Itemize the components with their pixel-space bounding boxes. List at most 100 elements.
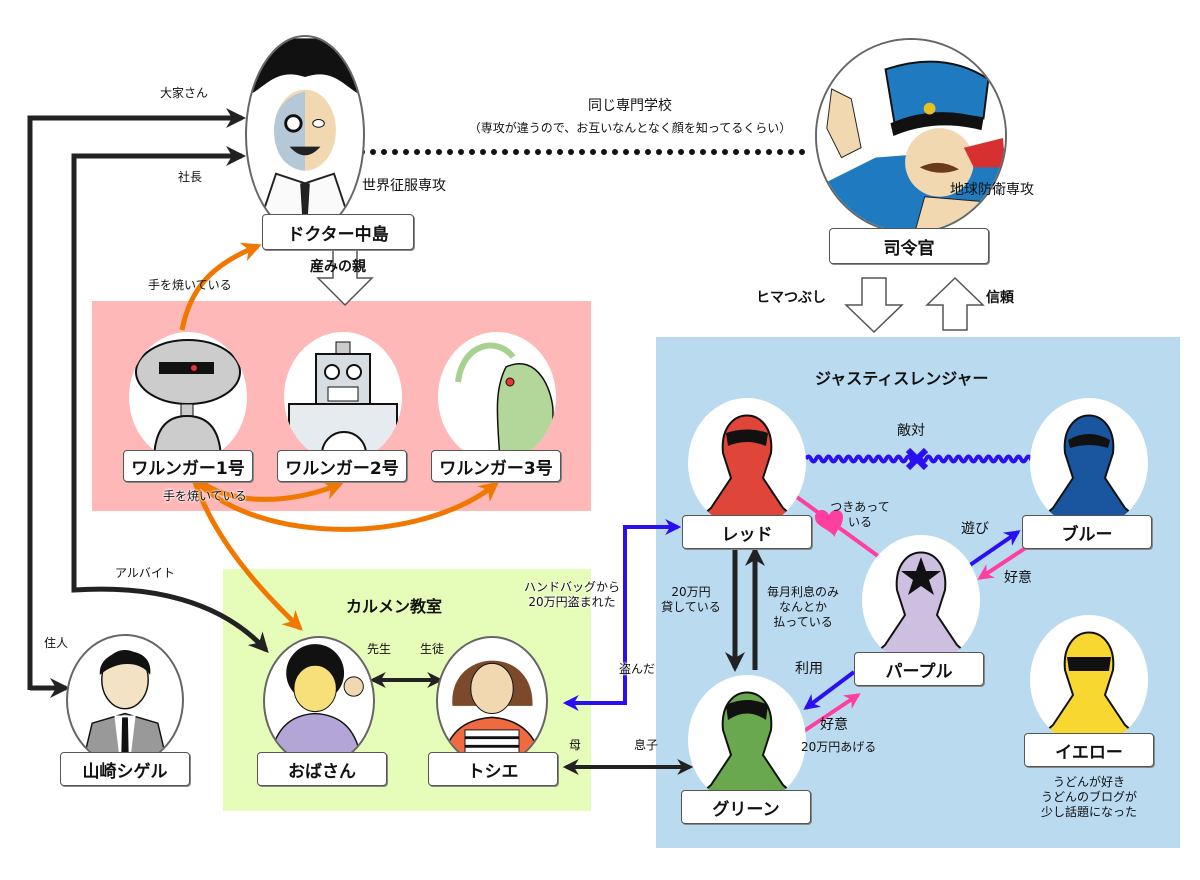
dating-label-line1: つきあって xyxy=(830,500,890,514)
fondness-green-arrow xyxy=(802,693,861,733)
rivalry-label: 敵対 xyxy=(897,423,925,439)
doctor-face-icon xyxy=(247,38,363,233)
stolen-arrow xyxy=(562,519,682,711)
play-arrow xyxy=(968,530,1021,567)
same-school-note: （専攻が違うので、お互いなんとなく顔を知ってるくらい） xyxy=(468,121,792,135)
troubled-label-top: 手を焼いている xyxy=(148,278,232,292)
use-arrow xyxy=(803,670,856,710)
stolen-label-line1: ハンドバッグから xyxy=(523,580,620,594)
box-robot-icon xyxy=(288,341,398,462)
red-name-box[interactable]: レッド xyxy=(682,515,812,549)
teacher-label: 先生 xyxy=(367,642,392,656)
landlord-arrow xyxy=(27,108,246,690)
toshie-icon xyxy=(442,660,543,764)
give-money-label: 20万円あげる xyxy=(801,740,877,754)
walunger1-portrait xyxy=(129,332,247,462)
dating-label-line2: いる xyxy=(847,515,872,529)
slug-monster-icon xyxy=(455,342,554,462)
purple-ranger-icon xyxy=(862,551,980,665)
walunger3-name-box[interactable]: ワルンガー3号 xyxy=(431,450,561,482)
yellow-note-line1: うどんが好き xyxy=(1052,775,1125,789)
dating-label: つきあって いる xyxy=(820,500,900,530)
troubled-obasan-arrow xyxy=(192,481,303,631)
repay-label-line2: なんとか xyxy=(778,600,827,614)
repay-label: 毎月利息のみ なんとか 払っている xyxy=(758,585,848,630)
blue-ranger-portrait xyxy=(1030,398,1148,528)
toshie-portrait xyxy=(436,636,548,766)
lend-label-line2: 貸している xyxy=(661,600,721,614)
play-label: 遊び xyxy=(961,521,989,537)
yellow-note-line3: 少し話題になった xyxy=(1040,805,1137,819)
justice-rangers-title: ジャスティスレンジャー xyxy=(815,369,989,388)
green-name-box[interactable]: グリーン xyxy=(681,790,811,824)
businessman-icon xyxy=(81,650,169,764)
student-label: 生徒 xyxy=(420,642,445,656)
blue-ranger-icon xyxy=(1030,414,1148,528)
toshie-name-box[interactable]: トシエ xyxy=(428,752,558,786)
purple-name-box[interactable]: パープル xyxy=(854,652,984,686)
troubled-walunger2-arrow xyxy=(198,479,344,502)
use-label: 利用 xyxy=(795,661,823,677)
troubled-doctor-arrow xyxy=(179,242,262,331)
purple-ranger-portrait xyxy=(862,535,980,665)
killtime-label: ヒマつぶし xyxy=(756,290,826,306)
lend-label-line1: 20万円 xyxy=(671,585,711,599)
yamazaki-name-box[interactable]: 山崎シゲル xyxy=(60,752,190,786)
boss-arrow xyxy=(71,146,246,590)
green-ranger-portrait xyxy=(688,675,806,805)
red-ranger-portrait xyxy=(688,398,806,528)
mother-label: 母 xyxy=(569,738,582,752)
troubled-walunger3-arrow xyxy=(194,479,500,532)
green-ranger-icon xyxy=(688,691,806,805)
trust-label: 信頼 xyxy=(986,290,1014,306)
lend-label: 20万円 貸している xyxy=(656,585,726,615)
doctor-major-caption: 世界征服専攻 xyxy=(362,178,446,194)
red-ranger-icon xyxy=(688,414,806,528)
landlord-label: 大家さん xyxy=(160,86,209,100)
creator-label: 産みの親 xyxy=(310,259,366,275)
yellow-name-box[interactable]: イエロー xyxy=(1024,733,1154,767)
walunger2-name-box[interactable]: ワルンガー2号 xyxy=(277,450,407,482)
yamazaki-portrait xyxy=(66,634,184,766)
commander-face-icon xyxy=(817,40,1005,232)
doctor-portrait xyxy=(245,35,365,235)
fondness-blue-arrow xyxy=(977,543,1032,580)
stole-label: 盗んだ xyxy=(619,662,656,676)
repay-label-line1: 毎月利息のみ xyxy=(766,585,839,599)
walunger2-portrait xyxy=(284,332,402,462)
son-label: 息子 xyxy=(634,738,659,752)
obasan-portrait xyxy=(263,636,375,766)
carmen-class-title: カルメン教室 xyxy=(346,597,443,616)
stolen-label: ハンドバッグから 20万円盗まれた xyxy=(512,580,632,610)
parttime-label: アルバイト xyxy=(115,566,175,580)
trust-hollow-arrow xyxy=(925,276,985,331)
commander-major-caption: 地球防衛専攻 xyxy=(950,182,1034,198)
aunt-icon xyxy=(269,644,364,764)
boss-label: 社長 xyxy=(178,170,203,184)
yellow-note-line2: うどんのブログが xyxy=(1040,790,1137,804)
stolen-label-line2: 20万円盗まれた xyxy=(528,595,616,609)
round-robot-icon xyxy=(135,339,241,462)
troubled-label-bottom: 手を焼いている xyxy=(163,489,247,503)
fondness-green-label: 好意 xyxy=(820,717,848,733)
repay-label-line3: 払っている xyxy=(773,615,833,629)
obasan-name-box[interactable]: おばさん xyxy=(257,752,387,786)
yellow-ranger-icon xyxy=(1030,631,1148,745)
creator-hollow-arrow xyxy=(316,250,374,307)
commander-name-box[interactable]: 司令官 xyxy=(829,228,989,264)
blue-name-box[interactable]: ブルー xyxy=(1022,515,1152,549)
doctor-name-box[interactable]: ドクター中島 xyxy=(262,214,414,250)
resident-label: 住人 xyxy=(44,636,69,650)
yellow-ranger-portrait xyxy=(1030,615,1148,745)
killtime-hollow-arrow xyxy=(844,277,904,334)
walunger1-name-box[interactable]: ワルンガー1号 xyxy=(123,450,253,482)
parttime-arrow xyxy=(71,586,269,653)
heart-icon xyxy=(815,509,843,537)
same-school-label: 同じ専門学校 xyxy=(588,98,672,114)
walunger3-portrait xyxy=(438,332,556,462)
commander-portrait xyxy=(815,38,1007,234)
rivalry-cross-mark xyxy=(905,447,929,471)
fondness-blue-label: 好意 xyxy=(1004,570,1032,586)
yellow-note: うどんが好き うどんのブログが 少し話題になった xyxy=(1019,775,1159,820)
